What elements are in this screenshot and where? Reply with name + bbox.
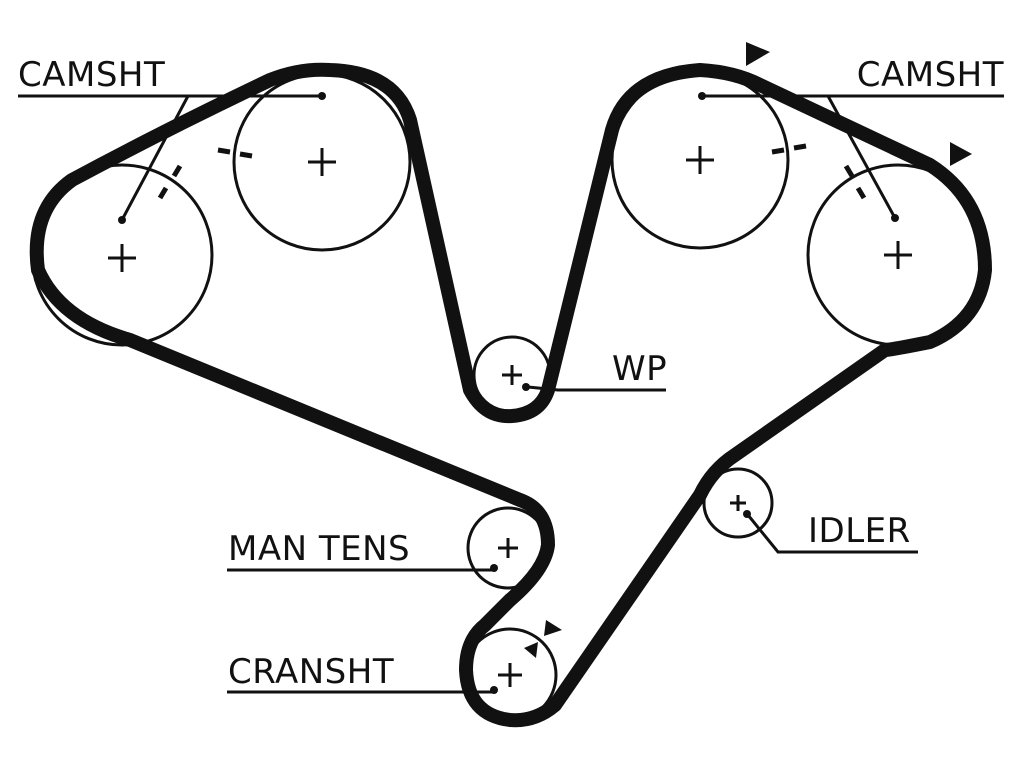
timing-mark-left-cam-lower-1 bbox=[157, 186, 169, 200]
center-mark-manual-tensioner bbox=[498, 538, 518, 558]
timing-mark-right-cam-upper-2 bbox=[793, 143, 807, 151]
left-camshaft-pulley-upper bbox=[232, 72, 412, 252]
right-camshaft-pulley-lower bbox=[806, 163, 990, 347]
dot-camshaft-left bbox=[318, 92, 326, 100]
label-manual-tensioner: MAN TENS bbox=[228, 529, 410, 569]
dot-camshaft-left-lower bbox=[118, 216, 126, 224]
center-mark-crankshaft bbox=[498, 663, 522, 687]
center-marks bbox=[108, 146, 912, 687]
label-camshaft-left: CAMSHT bbox=[18, 55, 165, 95]
dot-crankshaft bbox=[490, 686, 498, 694]
center-mark-water-pump bbox=[502, 365, 522, 385]
leader-camshaft-left-lower bbox=[120, 95, 190, 221]
timing-marks bbox=[157, 143, 867, 200]
timing-mark-left-cam-upper-2 bbox=[239, 151, 253, 159]
center-mark-right-cam-lower bbox=[884, 241, 912, 269]
rotation-arrow-right bbox=[950, 142, 972, 166]
dot-idler bbox=[743, 510, 751, 518]
label-crankshaft: CRANSHT bbox=[228, 652, 394, 692]
label-idler: IDLER bbox=[808, 511, 911, 551]
rotation-arrow-crankshaft-2 bbox=[524, 642, 538, 658]
center-mark-right-cam-upper bbox=[686, 146, 714, 174]
manual-tensioner-pulley bbox=[466, 506, 550, 590]
dot-manual-tensioner bbox=[490, 564, 498, 572]
timing-mark-right-cam-upper-1 bbox=[771, 147, 785, 155]
direction-arrows bbox=[524, 42, 972, 658]
dot-camshaft-right bbox=[698, 92, 706, 100]
water-pump-pulley bbox=[472, 335, 552, 415]
rotation-arrow-top bbox=[746, 42, 770, 66]
timing-mark-right-cam-lower-2 bbox=[855, 186, 867, 200]
leader-water-pump bbox=[527, 385, 666, 392]
timing-mark-left-cam-lower-2 bbox=[171, 164, 183, 178]
idler-pulley bbox=[702, 467, 774, 539]
leader-camshaft-right-lower bbox=[826, 95, 897, 219]
label-water-pump: WP bbox=[612, 349, 667, 389]
rotation-arrow-crankshaft-1 bbox=[544, 620, 562, 636]
timing-mark-right-cam-lower-1 bbox=[843, 164, 855, 178]
center-mark-left-cam-upper bbox=[308, 148, 336, 176]
label-camshaft-right: CAMSHT bbox=[857, 55, 1004, 95]
dot-camshaft-right-lower bbox=[891, 214, 899, 222]
timing-mark-left-cam-upper-1 bbox=[217, 147, 231, 155]
leader-idler bbox=[746, 514, 918, 554]
center-mark-idler bbox=[730, 495, 746, 511]
dot-water-pump bbox=[522, 383, 530, 391]
leader-dots bbox=[118, 92, 899, 694]
leader-lines bbox=[18, 94, 1004, 694]
left-camshaft-pulley-lower bbox=[30, 163, 214, 347]
center-mark-left-cam-lower bbox=[108, 244, 136, 272]
right-camshaft-pulley-upper bbox=[610, 70, 790, 250]
crankshaft-pulley bbox=[462, 627, 558, 723]
